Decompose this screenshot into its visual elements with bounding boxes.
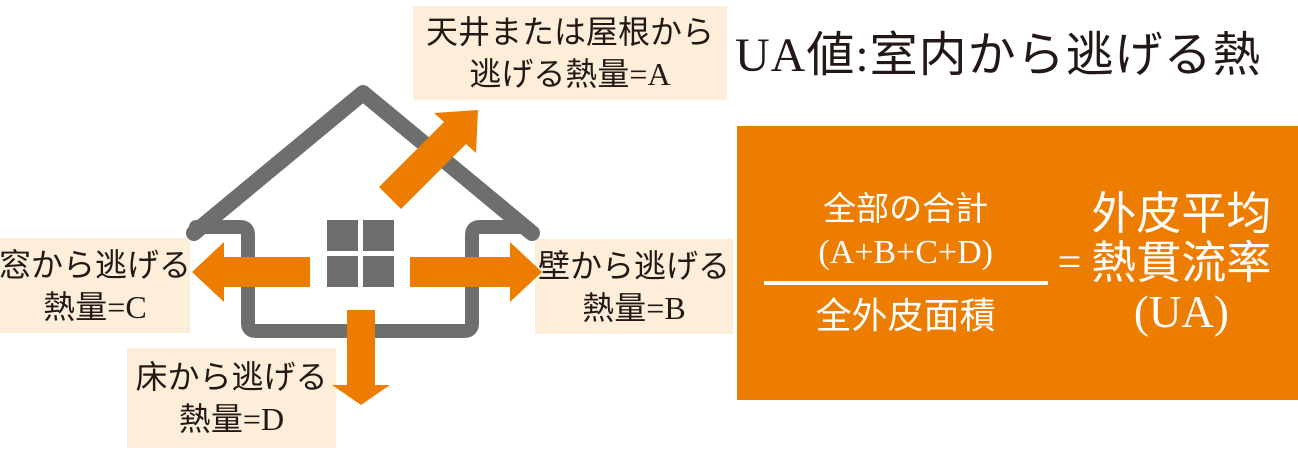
label-wall-line2: 熱量=B	[582, 289, 686, 326]
label-window-line2: 熱量=C	[43, 288, 147, 325]
heat-arrow-window-icon	[192, 242, 310, 302]
formula-panel: 全部の合計 (A+B+C+D) 全外皮面積 = 外皮平均 熱貫流率 (UA)	[737, 126, 1298, 400]
label-floor-heat: 床から逃げる 熱量=D	[127, 348, 336, 448]
label-roof-heat: 天井または屋根から 逃げる熱量=A	[413, 6, 727, 100]
label-floor-line2: 熱量=D	[178, 401, 285, 437]
heat-arrow-wall-icon	[410, 242, 542, 302]
label-roof-line1: 天井または屋根から	[425, 14, 714, 50]
window-grid-icon	[327, 220, 394, 287]
formula-result-line2: 熱貫流率	[1091, 237, 1272, 288]
fraction-numerator-line1: 全部の合計	[823, 192, 989, 228]
page-title: UA値:室内から逃げる熱	[735, 29, 1262, 82]
formula-result: 外皮平均 熱貫流率 (UA)	[1091, 188, 1272, 337]
label-wall-heat: 壁から逃げる 熱量=B	[535, 239, 733, 334]
roof-outline	[186, 85, 540, 241]
house-illustration	[186, 85, 542, 405]
label-wall-line1: 壁から逃げる	[537, 247, 730, 284]
label-window-heat: 窓から逃げる 熱量=C	[0, 238, 192, 333]
formula-result-line1: 外皮平均	[1091, 188, 1272, 239]
heat-arrow-floor-icon	[332, 310, 390, 405]
equals-sign: =	[1057, 240, 1082, 286]
fraction-numerator-line2: (A+B+C+D)	[818, 234, 993, 271]
formula-fraction: 全部の合計 (A+B+C+D) 全外皮面積	[763, 188, 1048, 338]
heat-arrow-roof-icon	[379, 110, 478, 209]
label-roof-line2: 逃げる熱量=A	[469, 56, 671, 92]
label-window-line1: 窓から逃げる	[0, 246, 192, 283]
fraction-bar	[763, 281, 1048, 285]
label-floor-line1: 床から逃げる	[135, 359, 328, 395]
formula-result-line3: (UA)	[1133, 286, 1229, 337]
fraction-denominator: 全外皮面積	[815, 296, 996, 336]
